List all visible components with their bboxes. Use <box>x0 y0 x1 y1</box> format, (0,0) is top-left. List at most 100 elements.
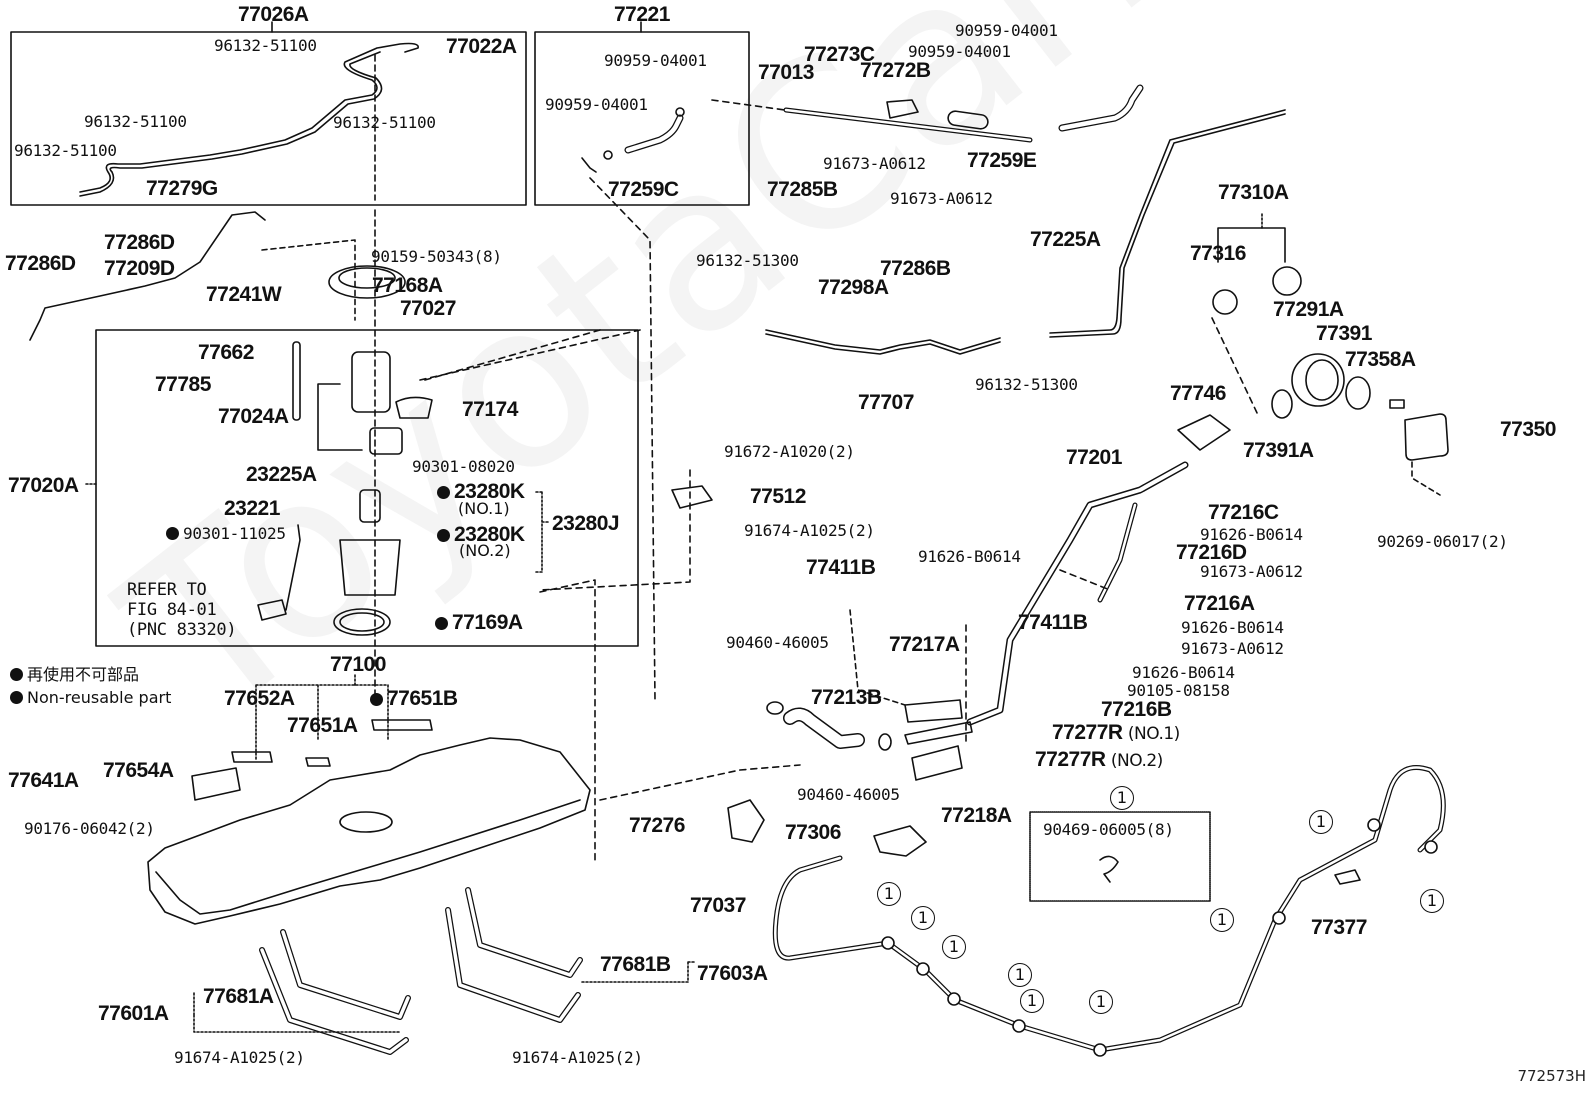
dashed-leader <box>424 329 601 381</box>
part-label: 90105-08158 <box>1127 681 1230 700</box>
part-label: 77241W <box>206 283 282 306</box>
part-label: 77259C <box>608 178 679 201</box>
part-label: 77225A <box>1030 228 1101 251</box>
dashed-leader <box>849 609 906 706</box>
part-label: 77013 <box>758 61 814 84</box>
part-number: 77277R <box>1035 748 1106 771</box>
leader <box>255 674 389 761</box>
gasket-77316 <box>1212 289 1238 315</box>
part-label: 77201 <box>1066 446 1122 469</box>
part-label: 91674-A1025(2) <box>512 1048 643 1067</box>
protector-77654A <box>191 767 241 801</box>
part-77272B <box>947 110 989 130</box>
group-label-77601A: 77601A <box>98 1002 169 1025</box>
part-label: 91673-A0612 <box>1200 562 1303 581</box>
part-label: 77286D <box>5 252 76 275</box>
part-label: 90460-46005 <box>726 633 829 652</box>
pump-23221 <box>359 489 381 523</box>
part-label: 77276 <box>629 814 685 837</box>
part-label: 77277R (NO.1) <box>1052 722 1180 743</box>
clip-marker: 1 <box>1420 889 1444 913</box>
connector <box>581 157 597 173</box>
clamp-90460-a <box>766 701 784 715</box>
part-label: 91673-A0612 <box>1181 639 1284 658</box>
part-label: 91626-B0614 <box>1200 525 1303 544</box>
housing-77291A <box>1291 353 1345 407</box>
dashed-leader <box>419 329 641 381</box>
legend-text-en: Non-reusable part <box>27 688 172 707</box>
part-label: 91672-A1020(2) <box>724 442 855 461</box>
part-label: 90959-04001 <box>604 51 707 70</box>
leader <box>1217 227 1286 263</box>
part-note: (NO.1) <box>1127 724 1180 744</box>
clip-marker: 1 <box>1020 989 1044 1013</box>
clip-node <box>1367 818 1381 832</box>
pad-77651B <box>371 719 433 731</box>
part-label: 23221 <box>224 497 280 520</box>
filler-pipe-77201-in <box>968 463 1187 724</box>
breather-pipe <box>1097 502 1138 603</box>
part-label: 77169A <box>435 612 523 633</box>
part-label: 77746 <box>1170 382 1226 405</box>
part-label: 77662 <box>198 341 254 364</box>
part-label: 77681B <box>600 953 671 976</box>
part-label: 77377 <box>1311 916 1367 939</box>
part-77746 <box>1177 414 1231 451</box>
hose-77259E-in <box>1059 85 1143 131</box>
part-label: 91626-B0614 <box>1132 663 1235 682</box>
dashed-leader <box>1411 461 1441 496</box>
hose-77259C-fill <box>625 115 683 153</box>
clip-marker: 1 <box>1089 990 1113 1014</box>
pipe-77707 <box>765 329 1001 351</box>
part-label: 96132-51100 <box>214 36 317 55</box>
part-label: 90159-50343(8) <box>371 247 502 266</box>
part-label: 96132-51300 <box>696 251 799 270</box>
part-label: 77298A <box>818 276 889 299</box>
clip-marker: 1 <box>1008 963 1032 987</box>
clip-marker: 1 <box>1309 810 1333 834</box>
band-77681B <box>465 887 583 978</box>
figure-code: 772573H <box>1517 1067 1586 1085</box>
ring-77391 <box>1345 376 1371 410</box>
pipe-77225A-in <box>1049 113 1286 338</box>
dashed-leader <box>589 177 656 701</box>
part-label: 77391A <box>1243 439 1314 462</box>
clip-marker: 1 <box>1210 908 1234 932</box>
part-label: 90959-04001 <box>908 42 1011 61</box>
clip-node <box>1012 1019 1026 1033</box>
part-label: 77217A <box>889 633 960 656</box>
group-label-77100: 77100 <box>330 653 386 676</box>
part-label: 77411B <box>1018 611 1088 634</box>
tube-77218A <box>911 745 963 781</box>
dashed-leader <box>1211 317 1259 416</box>
part-note: (NO.2) <box>459 541 511 560</box>
part-label: 90176-06042(2) <box>24 819 155 838</box>
connector-77377 <box>1334 869 1361 885</box>
part-label: 77651B <box>370 688 458 709</box>
part-label: 77022A <box>446 35 517 58</box>
part-label: 23280K <box>437 481 525 502</box>
group-label-77641A: 77641A <box>8 769 79 792</box>
bracket-77217A <box>904 699 963 723</box>
part-label: 77291A <box>1273 298 1344 321</box>
dashed-leader <box>711 99 786 111</box>
fuel-cap <box>1272 266 1302 296</box>
tank-opening <box>339 811 393 833</box>
part-label: 77216C <box>1208 501 1279 524</box>
part-label: 91673-A0612 <box>890 189 993 208</box>
part-note: (NO.1) <box>458 499 510 518</box>
tank-77100 <box>147 737 591 925</box>
legend-non-reusable-jp: 再使用不可部品 <box>10 667 139 683</box>
part-label: 96132-51300 <box>975 375 1078 394</box>
line-77209D <box>29 211 266 341</box>
vent-line-77279G-inner <box>79 51 383 197</box>
part-label: 77216A <box>1184 592 1255 615</box>
clip-marker: 1 <box>911 906 935 930</box>
group-label-77310A: 77310A <box>1218 181 1289 204</box>
retainer-ring-77168A <box>328 265 406 299</box>
leader <box>317 383 363 451</box>
pump-box <box>95 329 639 647</box>
part-label: 90301-08020 <box>412 457 515 476</box>
group-label-77026A: 77026A <box>238 3 309 26</box>
